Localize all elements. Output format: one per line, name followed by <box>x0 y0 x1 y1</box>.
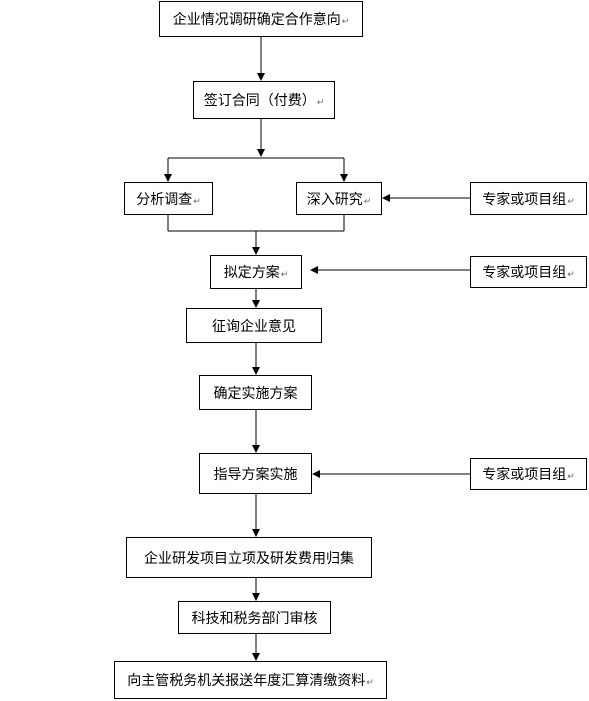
step-guide-implementation-label: 指导方案实施 <box>213 466 298 483</box>
step-survey-intent: 企业情况调研确定合作意向↵ <box>159 1 363 37</box>
step-sign-contract: 签订合同（付费）↵ <box>193 81 335 119</box>
step-guide-implementation: 指导方案实施 <box>199 453 312 494</box>
expert-box-2-label: 专家或项目组 <box>482 265 567 281</box>
step-sign-contract-label: 签订合同（付费） <box>203 93 316 109</box>
step-submit-materials: 向主管税务机关报送年度汇算清缴资料↵ <box>114 661 387 699</box>
expert-box-1: 专家或项目组↵ <box>470 182 587 215</box>
step-project-setup: 企业研发项目立项及研发费用归集 <box>126 537 372 578</box>
step-draft-plan-label: 拟定方案 <box>223 265 280 281</box>
step-submit-materials-label: 向主管税务机关报送年度汇算清缴资料 <box>127 673 366 689</box>
step-research-label: 深入研究 <box>306 191 363 208</box>
step-draft-plan: 拟定方案↵ <box>210 255 302 289</box>
step-survey-intent-label: 企业情况调研确定合作意向 <box>172 12 341 28</box>
expert-box-2: 专家或项目组↵ <box>470 256 587 288</box>
step-consult-company: 征询企业意见 <box>186 308 322 343</box>
expert-box-3-label: 专家或项目组 <box>482 467 567 483</box>
step-research: 深入研究↵ <box>296 182 382 215</box>
expert-box-1-label: 专家或项目组 <box>482 191 567 208</box>
step-review-label: 科技和税务部门审核 <box>191 610 318 627</box>
step-project-setup-label: 企业研发项目立项及研发费用归集 <box>144 550 354 567</box>
step-review: 科技和税务部门审核 <box>178 601 331 634</box>
step-analysis: 分析调查↵ <box>124 182 213 215</box>
step-analysis-label: 分析调查 <box>136 191 193 208</box>
step-confirm-plan-label: 确定实施方案 <box>213 385 298 402</box>
step-consult-company-label: 征询企业意见 <box>212 318 296 335</box>
step-confirm-plan: 确定实施方案 <box>199 375 312 410</box>
expert-box-3: 专家或项目组↵ <box>470 458 587 490</box>
